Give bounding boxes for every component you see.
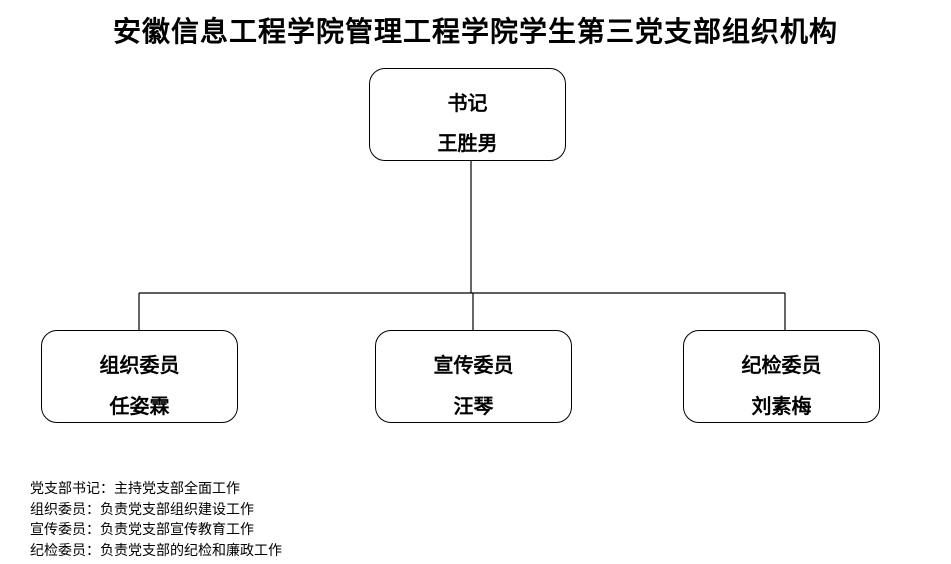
- secretary-node: 书记 王胜男: [369, 68, 566, 161]
- chart-title: 安徽信息工程学院管理工程学院学生第三党支部组织机构: [112, 15, 838, 48]
- propaganda-member-node: 宣传委员 汪琴: [375, 330, 572, 423]
- organization-member-name: 任姿霖: [109, 394, 170, 418]
- organization-member-node: 组织委员 任姿霖: [41, 330, 238, 423]
- secretary-name: 王胜男: [437, 131, 498, 155]
- discipline-member-name: 刘素梅: [751, 394, 812, 418]
- secretary-role: 书记: [447, 91, 488, 115]
- propaganda-member-name: 汪琴: [453, 394, 494, 418]
- note-discipline: 纪检委员：负责党支部的纪检和廉政工作: [30, 542, 282, 559]
- organization-member-role: 组织委员: [99, 353, 180, 377]
- note-secretary: 党支部书记：主持党支部全面工作: [30, 481, 240, 497]
- propaganda-member-role: 宣传委员: [433, 353, 514, 377]
- discipline-member-node: 纪检委员 刘素梅: [683, 330, 880, 423]
- note-propaganda: 宣传委员：负责党支部宣传教育工作: [30, 522, 254, 538]
- duty-notes: 党支部书记：主持党支部全面工作 组织委员：负责党支部组织建设工作 宣传委员：负责…: [30, 479, 282, 561]
- note-organization: 组织委员：负责党支部组织建设工作: [30, 501, 254, 518]
- discipline-member-role: 纪检委员: [741, 353, 822, 377]
